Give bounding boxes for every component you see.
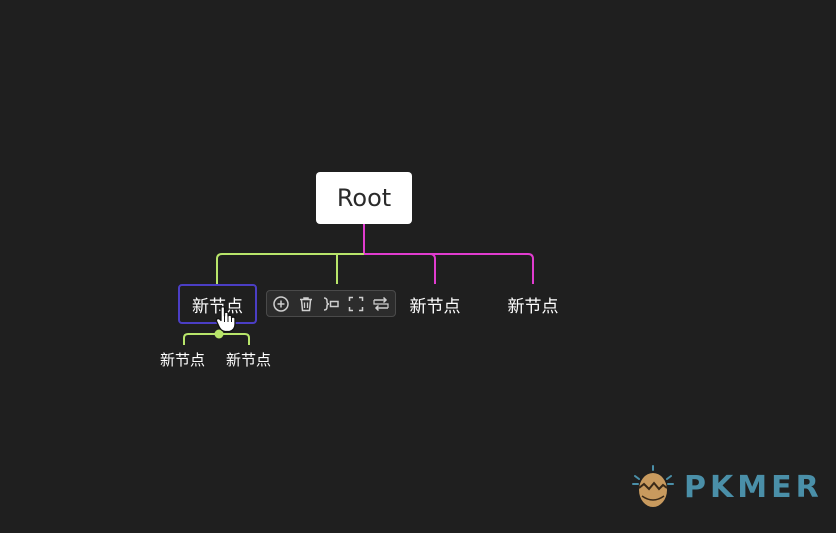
hand-cursor-icon bbox=[215, 306, 236, 333]
node-toolbar bbox=[266, 290, 396, 317]
root-node[interactable]: Root bbox=[316, 172, 412, 224]
child-node-4[interactable]: 新节点 bbox=[498, 290, 568, 318]
grandchild-node-1[interactable]: 新节点 bbox=[160, 349, 205, 370]
fullscreen-icon bbox=[348, 296, 364, 311]
trash-icon bbox=[300, 296, 313, 311]
pkmer-brand-text: PKMER bbox=[684, 469, 823, 505]
swap-icon bbox=[372, 296, 389, 311]
child-node-label: 新节点 bbox=[192, 296, 243, 317]
grandchild-node-2[interactable]: 新节点 bbox=[226, 349, 271, 370]
grandchild-node-label: 新节点 bbox=[226, 351, 272, 369]
focus-node-button[interactable] bbox=[346, 294, 366, 314]
swap-node-button[interactable] bbox=[371, 294, 391, 314]
add-circle-icon bbox=[273, 295, 290, 312]
add-node-button[interactable] bbox=[271, 294, 291, 314]
pkmer-egg-logo-icon bbox=[632, 465, 674, 507]
collapse-icon bbox=[323, 296, 339, 311]
collapse-node-button[interactable] bbox=[321, 294, 341, 314]
branch-to-child-3 bbox=[364, 253, 436, 284]
child-node-label: 新节点 bbox=[409, 296, 461, 317]
root-node-label: Root bbox=[336, 184, 392, 212]
collapse-dot bbox=[214, 329, 224, 339]
child-node-label: 新节点 bbox=[507, 296, 559, 317]
grandchild-node-label: 新节点 bbox=[160, 351, 206, 369]
branch-to-child-4 bbox=[430, 253, 534, 284]
child-node-3[interactable]: 新节点 bbox=[400, 290, 470, 318]
pkmer-watermark: PKMER bbox=[630, 462, 823, 512]
branch-to-child-1 bbox=[216, 253, 364, 284]
delete-node-button[interactable] bbox=[296, 294, 316, 314]
